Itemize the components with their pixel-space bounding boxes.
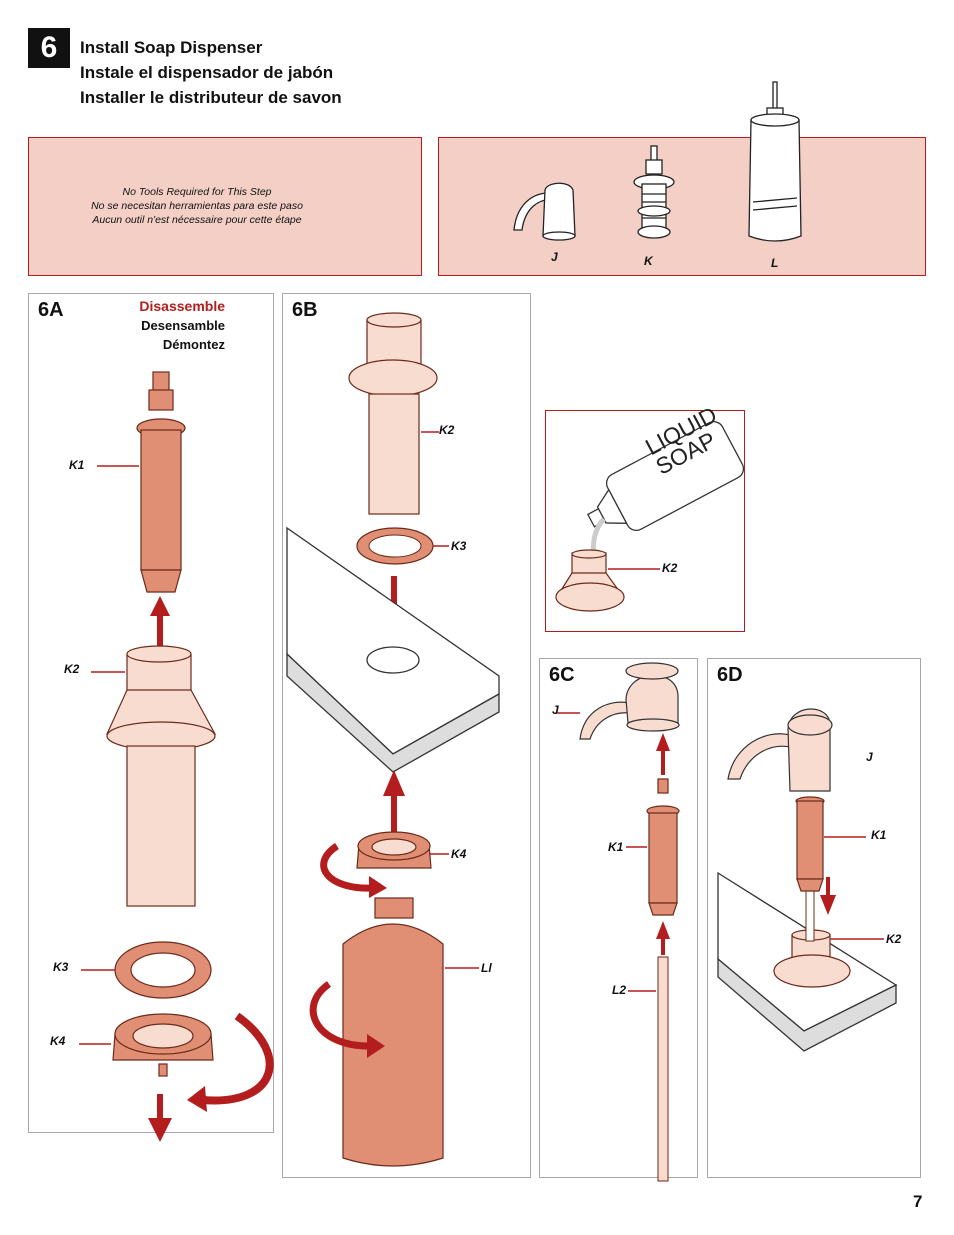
6b-rotate-arrow-1 <box>320 843 374 892</box>
panel-6b-label-k4: K4 <box>451 847 467 861</box>
tools-note-fr: Aucun outil n'est nécessaire pour cette … <box>92 214 302 226</box>
panel-6a: 6A Disassemble Desensamble Démontez <box>28 293 274 1142</box>
tools-box: No Tools Required for This Step No se ne… <box>28 137 422 276</box>
soap-bottle <box>586 420 745 532</box>
panel-6d-illustration <box>717 708 898 1052</box>
rotate-arrow <box>202 1012 274 1105</box>
6c-up-arrow-1 <box>656 733 670 775</box>
step-title-fr: Installer le distributeur de savon <box>80 88 342 107</box>
panel-6b-label-k2: K2 <box>439 423 455 437</box>
6b-rotate-arrow-2 <box>309 981 370 1050</box>
step-title-es: Instale el dispensador de jabón <box>80 63 334 82</box>
page-number: 7 <box>913 1192 923 1211</box>
panel-6a-label-k3: K3 <box>53 960 69 974</box>
parts-box: J K L <box>438 81 926 276</box>
panel-6b-title: 6B <box>292 299 318 321</box>
6d-down-arrow <box>820 877 836 915</box>
6c-k1-cartridge <box>646 778 680 916</box>
6c-l2-tube <box>657 956 669 1182</box>
inset-k2-base <box>555 549 625 612</box>
panel-6d-label-k2: K2 <box>886 932 902 946</box>
6b-up-arrow <box>383 770 405 836</box>
part-j-label: J <box>551 250 558 264</box>
panel-6c-label-k1: K1 <box>608 840 624 854</box>
liquid-soap-inset: LIQUID SOAP K2 <box>545 401 745 632</box>
6c-j-spout <box>579 662 680 740</box>
tools-note-en: No Tools Required for This Step <box>122 186 272 198</box>
part-k-pump <box>633 145 675 239</box>
6d-k1-cartridge <box>795 796 825 892</box>
liquid-soap-illustration <box>555 420 745 612</box>
6c-up-arrow-2 <box>656 921 670 955</box>
up-arrow <box>150 596 170 646</box>
panel-6c-label-l2: L2 <box>612 983 627 997</box>
panel-6a-label-k2: K2 <box>64 662 80 676</box>
panel-6d-label-k1: K1 <box>871 828 887 842</box>
part-l-label: L <box>771 256 779 270</box>
part-j-spout <box>513 182 576 241</box>
panel-6c-title: 6C <box>549 664 575 686</box>
k4-nut <box>112 1013 214 1077</box>
6b-k2-base <box>348 312 438 515</box>
part-l-bottle <box>748 81 802 242</box>
panel-6a-illustration <box>79 371 274 1142</box>
panel-6a-action-en: Disassemble <box>139 298 225 314</box>
panel-6d-label-j: J <box>866 750 873 764</box>
panel-6a-action-es: Desensamble <box>141 318 225 333</box>
panel-6a-label-k4: K4 <box>50 1034 66 1048</box>
step-number-badge: 6 <box>28 28 70 68</box>
6d-k2-base <box>773 929 851 988</box>
panel-6b: 6B <box>282 293 531 1178</box>
panel-6c-illustration <box>556 662 680 1182</box>
6d-j-spout <box>727 708 833 792</box>
panel-6d-title: 6D <box>717 664 743 686</box>
step-title-en: Install Soap Dispenser <box>80 38 263 57</box>
tools-note-es: No se necesitan herramientas para este p… <box>91 200 303 212</box>
panel-6a-action-fr: Démontez <box>162 337 225 352</box>
panel-6b-label-l1: Ll <box>481 961 492 975</box>
panel-6c-label-j: J <box>552 703 559 717</box>
6b-l1-bottle <box>342 897 444 1167</box>
panel-6d: 6D J K1 K2 <box>707 658 921 1178</box>
down-arrow <box>148 1094 172 1142</box>
tools-note: No Tools Required for This Step No se ne… <box>29 185 365 227</box>
liquid-soap-label-k2: K2 <box>662 561 678 575</box>
part-k-label: K <box>644 254 653 268</box>
panel-6a-label-k1: K1 <box>69 458 85 472</box>
panel-6b-illustration <box>286 312 500 1167</box>
6b-k4-nut <box>356 831 432 869</box>
panel-6b-label-k3: K3 <box>451 539 467 553</box>
panel-6a-title: 6A <box>38 299 64 321</box>
k2-base <box>106 645 217 907</box>
k1-pump-cartridge <box>136 371 186 593</box>
parts-illustration <box>513 81 802 242</box>
panel-6c: 6C J K1 L2 <box>539 658 698 1182</box>
